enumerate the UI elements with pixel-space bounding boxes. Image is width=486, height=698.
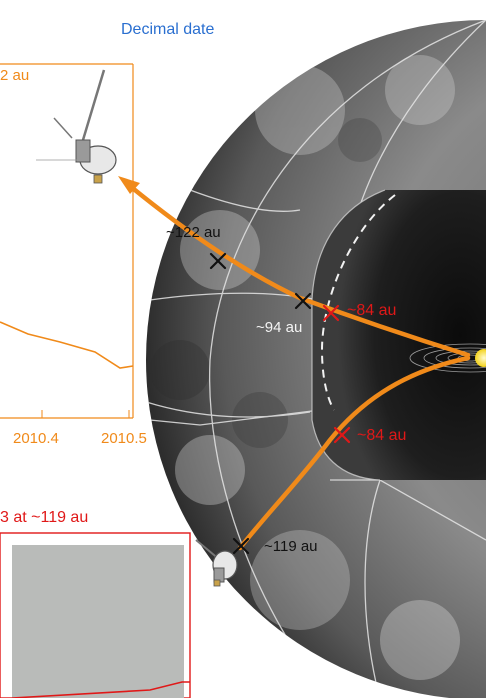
v2-crossing-label: ~119 au xyxy=(264,538,318,555)
trajectory-arrowhead xyxy=(118,176,140,194)
v2-crossing-marker xyxy=(232,537,250,555)
heliosheath-sphere xyxy=(146,20,486,698)
top-panel-tick-label: 2010.5 xyxy=(101,430,147,447)
v1-red-label: ~84 au xyxy=(347,302,397,319)
spacecraft-icon xyxy=(195,539,238,587)
bottom-panel xyxy=(0,532,191,698)
page-title: Decimal date xyxy=(121,21,215,38)
voyager-2-trajectory xyxy=(237,355,471,551)
spacecraft-icon xyxy=(36,69,117,184)
bottom-panel-data-line xyxy=(11,681,190,698)
v1-crossing-label: ~122 au xyxy=(166,224,221,241)
v1-red-marker xyxy=(322,304,340,322)
v2-red-label: ~84 au xyxy=(357,427,407,444)
v1-termination-label: ~94 au xyxy=(256,319,303,336)
bottom-panel-title: 3 at ~119 au xyxy=(0,509,89,526)
top-panel-tick-label: 2010.4 xyxy=(13,430,59,447)
top-panel-data-line xyxy=(0,321,134,369)
sun-icon xyxy=(475,349,486,367)
top-panel xyxy=(0,63,134,419)
v1-crossing-marker xyxy=(209,252,227,270)
boundary-dashed-line xyxy=(320,194,396,411)
v2-red-marker xyxy=(333,426,351,444)
v1-termination-marker xyxy=(294,292,312,310)
top-panel-title: 2 au xyxy=(0,67,30,84)
